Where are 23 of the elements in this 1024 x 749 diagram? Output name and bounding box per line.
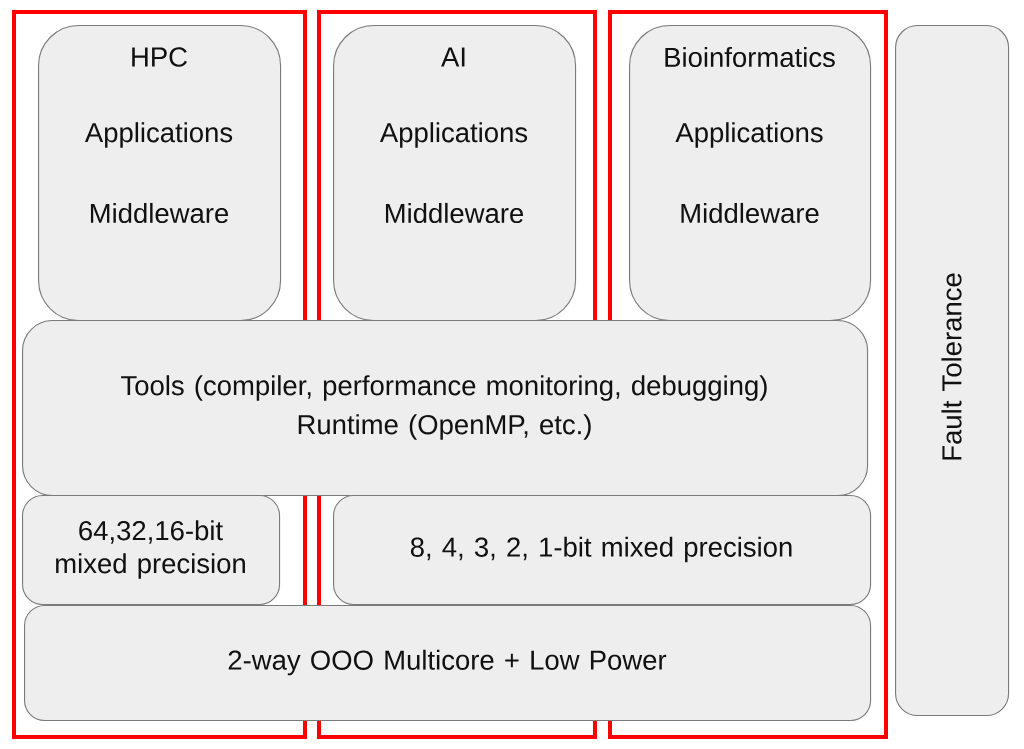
domain-heading: AI	[441, 47, 465, 67]
layer-label: Applications	[84, 122, 233, 148]
layer-label: 64,32,16-bit mixed precision	[56, 520, 245, 579]
layer-label: Middleware	[90, 202, 229, 224]
panel-label: Fault Tolerance	[941, 273, 962, 460]
layer-label: 2-way OOO Multicore + Low Power	[228, 649, 667, 676]
domain-heading: HPC	[132, 47, 187, 67]
layer-box	[333, 495, 872, 606]
layer-label: Applications	[675, 122, 823, 148]
domain-box	[629, 25, 872, 322]
layer-box	[24, 605, 872, 722]
domain-box	[38, 25, 282, 322]
layer-label: Applications	[379, 122, 528, 148]
layer-label: Tools (compiler, performance monitoring, debugging)	[121, 375, 767, 401]
layer-box	[22, 320, 869, 497]
layer-label: Middleware	[385, 202, 524, 224]
layer-box	[22, 495, 281, 606]
side-panel	[895, 25, 1010, 717]
domain-box	[333, 25, 577, 322]
layer-label: Middleware	[681, 202, 819, 224]
layer-label: 8, 4, 3, 2, 1-bit mixed precision	[410, 536, 792, 563]
domain-heading: Bioinformatics	[665, 46, 835, 68]
layer-label: Runtime (OpenMP, etc.)	[298, 414, 591, 440]
